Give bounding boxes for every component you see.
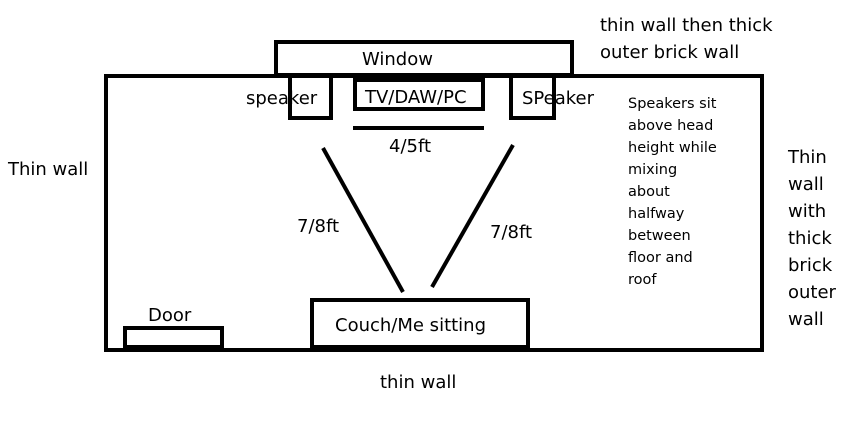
left-distance-line bbox=[321, 147, 405, 293]
note-line: outer brick wall bbox=[600, 42, 739, 63]
tv-label: TV/DAW/PC bbox=[364, 87, 467, 108]
tv-box bbox=[353, 78, 485, 111]
door-box bbox=[123, 326, 224, 349]
note-line: with bbox=[788, 201, 826, 222]
right-speaker-label: SPeaker bbox=[522, 88, 595, 109]
right-distance-label: 7/8ft bbox=[490, 222, 532, 243]
note-line: between bbox=[628, 228, 691, 244]
note-line: above head bbox=[628, 118, 713, 134]
right-wall-note: Thin wall with thick brick outer wall bbox=[787, 147, 837, 330]
right-speaker-box bbox=[509, 73, 556, 120]
note-line: floor and bbox=[628, 250, 693, 266]
note-line: height while bbox=[628, 140, 717, 156]
note-line: halfway bbox=[628, 206, 685, 222]
note-line: thin wall then thick bbox=[600, 15, 773, 36]
note-line: outer bbox=[788, 282, 837, 303]
couch-label: Couch/Me sitting bbox=[335, 315, 486, 336]
right-distance-line bbox=[430, 144, 515, 288]
speaker-height-note: Speakers sit above head height while mix… bbox=[628, 96, 717, 288]
left-speaker-label: speaker bbox=[246, 88, 318, 109]
door-label: Door bbox=[148, 305, 192, 326]
note-line: wall bbox=[788, 309, 824, 330]
note-line: mixing bbox=[628, 162, 677, 178]
note-line: roof bbox=[628, 272, 657, 288]
top-wall-note: thin wall then thick outer brick wall bbox=[600, 15, 773, 63]
note-line: about bbox=[628, 184, 670, 200]
note-line: brick bbox=[788, 255, 833, 276]
couch-box bbox=[310, 298, 530, 349]
bottom-wall-label: thin wall bbox=[380, 372, 456, 393]
note-line: thick bbox=[788, 228, 832, 249]
tv-distance-label: 4/5ft bbox=[389, 136, 431, 157]
note-line: wall bbox=[788, 174, 824, 195]
note-line: Thin bbox=[787, 147, 827, 168]
left-distance-label: 7/8ft bbox=[297, 216, 339, 237]
left-speaker-box bbox=[288, 73, 333, 120]
left-wall-label: Thin wall bbox=[7, 159, 88, 180]
note-line: Speakers sit bbox=[628, 96, 717, 112]
window-label: Window bbox=[362, 49, 433, 70]
